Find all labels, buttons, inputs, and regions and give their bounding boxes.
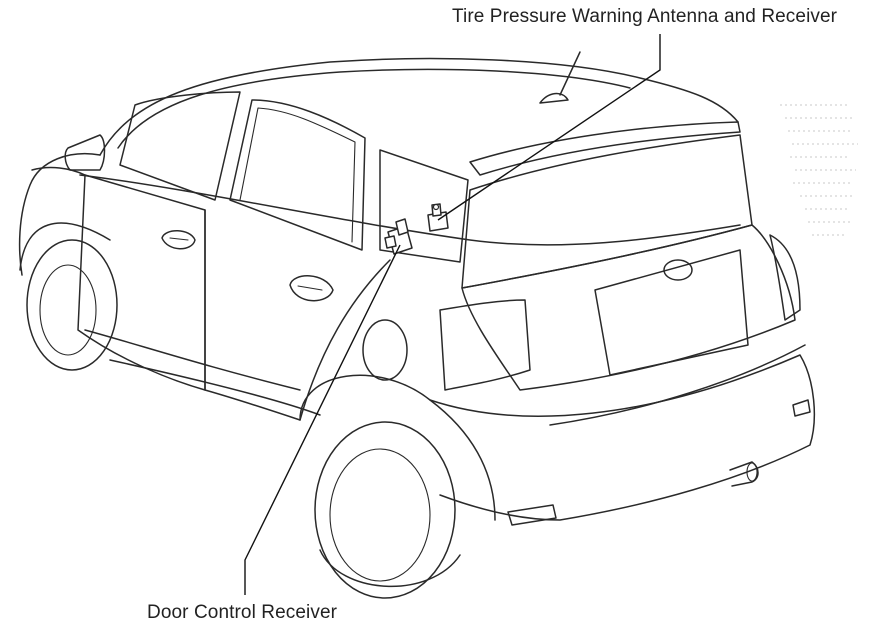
- front-door-handle: [161, 230, 196, 250]
- roof-antenna-base: [539, 92, 569, 104]
- quarter-window: [379, 149, 469, 263]
- rear-hatch: [461, 224, 796, 391]
- rear-wheel: [314, 421, 456, 599]
- door-receiver-label: Door Control Receiver: [147, 602, 338, 623]
- rear-window: [461, 134, 753, 289]
- right-tail-light: [769, 234, 801, 321]
- faint-background-marks: [780, 104, 858, 236]
- roof-antenna-mast: [559, 51, 581, 96]
- license-plate-recess: [594, 249, 749, 376]
- hood-front: [18, 153, 101, 276]
- side-mirror: [64, 134, 106, 171]
- antenna-receiver-label: Tire Pressure Warning Antenna and Receiv…: [452, 6, 838, 27]
- roof-outline: [99, 57, 739, 156]
- rear-reflector: [507, 504, 557, 526]
- rear-spoiler: [469, 121, 741, 176]
- exhaust-pipe: [729, 461, 759, 487]
- front-wheel: [26, 239, 118, 371]
- rear-door: [204, 209, 391, 421]
- front-window: [119, 91, 241, 201]
- car-illustration: [18, 51, 816, 599]
- rear-wheel-arch: [299, 374, 496, 521]
- left-tail-light: [439, 299, 531, 391]
- fuel-door: [362, 319, 408, 381]
- antenna-receiver-leader: [437, 34, 661, 221]
- rear-emblem: [663, 259, 693, 281]
- rear-door-handle: [289, 275, 334, 302]
- side-marker: [792, 399, 811, 417]
- antenna-receiver-component: [427, 203, 449, 232]
- rear-door-window: [229, 99, 366, 251]
- rear-bumper: [429, 354, 816, 521]
- roof-inner-line: [117, 68, 631, 149]
- door-receiver-leader: [244, 244, 401, 595]
- front-door: [77, 174, 206, 391]
- door-receiver-component: [384, 218, 413, 255]
